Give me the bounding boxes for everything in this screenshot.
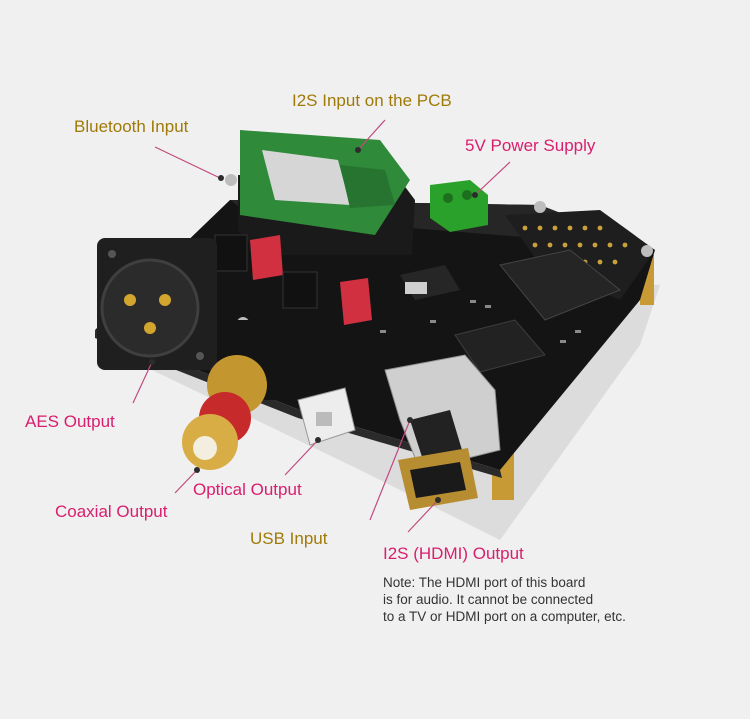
xlr-pin	[144, 322, 156, 334]
power-supply-label: 5V Power Supply	[465, 136, 596, 155]
rca-center	[193, 436, 217, 460]
crystal	[405, 282, 427, 294]
mount-screw	[225, 174, 237, 186]
leader-lines	[132, 119, 511, 533]
pcb-edge	[95, 330, 502, 478]
xmos-chip	[454, 319, 546, 373]
transformer	[282, 271, 318, 309]
mount-screw	[641, 245, 653, 257]
usb-opening	[410, 410, 462, 460]
note-line: is for audio. It cannot be connected	[383, 592, 594, 607]
red-capacitor	[250, 235, 283, 280]
bluetooth-antenna	[340, 165, 395, 208]
xlr-pin	[124, 294, 136, 306]
xlr-screw	[108, 250, 116, 258]
smd-components	[380, 300, 581, 343]
optical-output-label: Optical Output	[193, 480, 302, 499]
terminal-screw	[462, 190, 472, 200]
hdmi-opening	[410, 462, 466, 498]
transformer	[214, 234, 248, 272]
xlr-screw	[196, 352, 204, 360]
terminal-screw	[443, 193, 453, 203]
coaxial-output-label: Coaxial Output	[55, 502, 168, 521]
usb-input-label: USB Input	[250, 529, 328, 548]
note-line: to a TV or HDMI port on a computer, etc.	[383, 609, 626, 624]
xlr-port	[100, 258, 200, 358]
i2s-hdmi-label: I2S (HDMI) Output	[383, 544, 524, 563]
pin-header	[505, 210, 655, 300]
processor-chip	[499, 249, 621, 321]
bluetooth-shield	[262, 150, 350, 205]
i2s-pcb-label: I2S Input on the PCB	[292, 91, 452, 110]
bluetooth-input-label: Bluetooth Input	[74, 117, 189, 136]
xlr-pin	[159, 294, 171, 306]
optical-hole	[316, 412, 332, 426]
mount-screw	[534, 201, 546, 213]
aes-output-label: AES Output	[25, 412, 115, 431]
note-line: Note: The HDMI port of this board	[383, 575, 586, 590]
leader-dots	[149, 147, 478, 503]
hdmi-note: Note: The HDMI port of this board is for…	[383, 574, 626, 625]
red-capacitor	[340, 278, 372, 325]
